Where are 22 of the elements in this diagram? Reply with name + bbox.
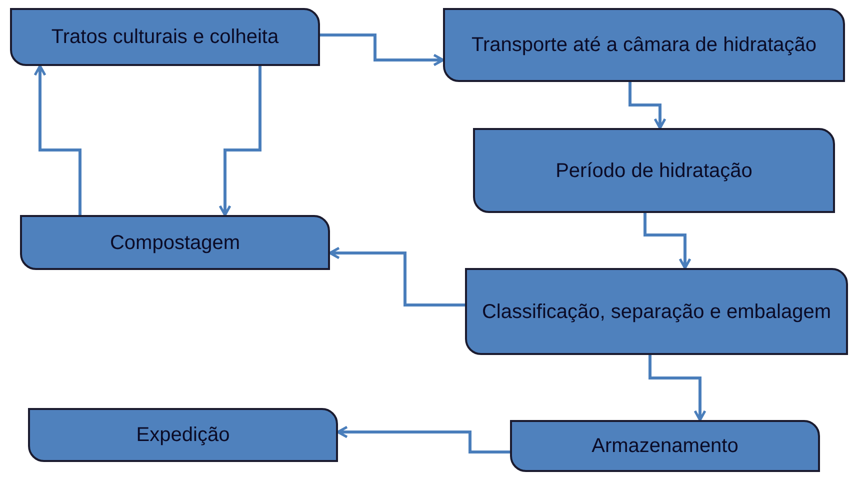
arrow [328, 246, 465, 306]
process-box [10, 8, 320, 66]
step-label: Armazenamento [592, 434, 738, 458]
arrow [218, 66, 262, 216]
process-box [473, 128, 835, 213]
arrow [628, 82, 666, 130]
arrow [34, 64, 82, 215]
step-label: Compostagem [110, 230, 240, 254]
process-box [443, 8, 845, 82]
step-label: Tratos culturais e colheita [51, 25, 279, 49]
process-box [20, 215, 330, 270]
step-label: Transporte até a câmara de hidratação [471, 33, 816, 57]
arrow [644, 213, 692, 270]
arrow [320, 34, 444, 66]
arrow [336, 426, 510, 454]
process-box [28, 408, 338, 462]
step-label: Período de hidratação [556, 158, 752, 182]
step-label: Expedição [136, 423, 230, 447]
arrow [648, 355, 706, 422]
process-box [510, 420, 820, 472]
process-box [465, 268, 848, 355]
step-label: Classificação, separação e embalagem [482, 300, 832, 324]
